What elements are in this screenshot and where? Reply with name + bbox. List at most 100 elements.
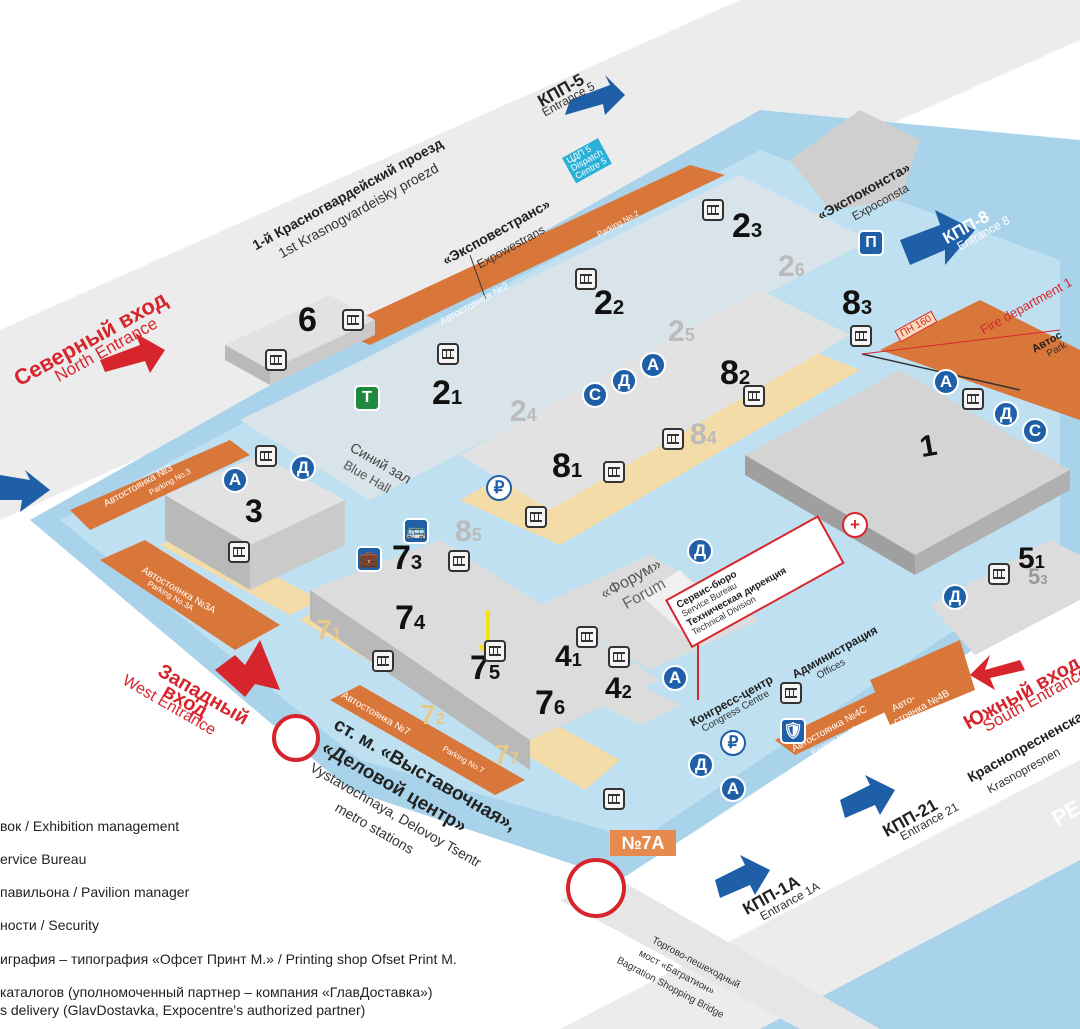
parking-7 <box>330 685 525 795</box>
hall-7-3-sub: 3 <box>410 552 423 574</box>
legend-item: вок / Exhibition management <box>0 818 180 834</box>
symbol-d: Д <box>290 455 316 481</box>
hall-4-block <box>520 645 680 725</box>
info-icon <box>702 199 724 221</box>
hall-7-6-main: 7 <box>535 684 554 722</box>
hall-7-2-sub: 2 <box>435 709 445 728</box>
hall-2-2-main: 2 <box>594 284 613 322</box>
hall-7-7-main: 7 <box>494 739 510 770</box>
hall-4-1-sub: 1 <box>571 650 582 670</box>
legend-item: павильона / Pavilion manager <box>0 884 190 900</box>
symbol-rouble: ₽ <box>486 475 512 501</box>
legend-item: каталогов (уполномоченный партнер – комп… <box>0 984 433 1000</box>
info-icon <box>603 788 625 810</box>
hall-7-4: 74 <box>395 599 426 637</box>
hall-5-1: 51 <box>1018 542 1045 575</box>
hall-8-1: 81 <box>552 447 582 485</box>
pavilion-7a-badge: №7А <box>610 830 676 856</box>
hall-4-2: 42 <box>605 672 632 705</box>
legend-item: играфия – типография «Офсет Принт М.» / … <box>0 951 457 967</box>
hall-8-4: 84 <box>690 418 717 451</box>
hall-2-4: 24 <box>510 395 537 428</box>
hall-7-1-sub: 1 <box>331 624 341 643</box>
hall-4-2-main: 4 <box>605 672 622 705</box>
hall-8-5-sub: 5 <box>471 525 482 545</box>
hall-7-2-main: 7 <box>420 699 436 730</box>
symbol-c: С <box>582 382 608 408</box>
legend-item: s delivery (GlavDostavka, Expocentre's a… <box>0 1002 366 1018</box>
hall-8-4-main: 8 <box>690 418 707 451</box>
hall-7-6: 76 <box>535 684 566 722</box>
symbol-a: A <box>222 467 248 493</box>
hall-2-block <box>240 175 870 500</box>
hall-2-6-main: 2 <box>778 250 795 283</box>
hall-7-4-sub: 4 <box>413 612 426 634</box>
hall-8-2: 82 <box>720 354 751 392</box>
hall-7-3-main: 7 <box>392 539 411 577</box>
hall-5-3-sub: 3 <box>1040 572 1048 587</box>
info-icon <box>228 541 250 563</box>
hall-7-6-sub: 6 <box>553 697 566 719</box>
arrow-left-edge <box>0 470 50 512</box>
info-icon <box>437 343 459 365</box>
info-icon <box>575 268 597 290</box>
arrow-west-entrance <box>215 640 280 697</box>
hall-8-2-sub: 2 <box>738 367 751 389</box>
hall-5-3-main: 5 <box>1028 564 1041 589</box>
parking-2 <box>335 165 725 345</box>
expoconsta-building <box>790 110 920 210</box>
parking-1 <box>880 300 1080 420</box>
hall-2-5-sub: 5 <box>684 325 695 345</box>
symbol-d: Д <box>687 538 713 564</box>
hall-2-6-sub: 6 <box>794 260 805 280</box>
arrow-kpp21 <box>840 775 895 818</box>
hall-6: 6 <box>298 301 317 339</box>
symbol-a: A <box>720 776 746 802</box>
symbol-c: С <box>1022 418 1048 444</box>
info-icon <box>372 650 394 672</box>
hall-8-5: 85 <box>455 515 482 548</box>
arrow-kpp8 <box>900 210 975 265</box>
hall-7-5-sub: 5 <box>488 662 501 684</box>
hall-8-block <box>460 290 850 510</box>
hall-8-4-sub: 4 <box>706 428 717 448</box>
legend-item: ности / Security <box>0 917 99 933</box>
hall-7-7-sub: 7 <box>509 749 519 768</box>
parking-3a <box>100 540 280 650</box>
arrow-kpp5 <box>565 75 625 115</box>
symbol-parking-p: П <box>858 230 884 256</box>
symbol-a: A <box>640 352 666 378</box>
hall-2-4-main: 2 <box>510 395 527 428</box>
metro-circle-west <box>272 714 320 762</box>
bagration-bridge <box>560 880 880 1029</box>
info-icon <box>850 325 872 347</box>
hall-1-block <box>745 370 1070 555</box>
forum-block <box>540 555 760 670</box>
hall-4-1-main: 4 <box>555 640 572 673</box>
info-icon <box>525 506 547 528</box>
hall-8-2-main: 8 <box>720 354 739 392</box>
hall-4-2-sub: 2 <box>621 682 632 702</box>
hall-2-3-sub: 3 <box>750 220 763 242</box>
metro-circle-bridge <box>566 858 626 918</box>
hall-8-1-main: 8 <box>552 447 571 485</box>
hall-5-1-main: 5 <box>1018 542 1035 575</box>
hall-2-3: 23 <box>732 207 763 245</box>
info-icon <box>576 626 598 648</box>
info-icon <box>962 388 984 410</box>
hall-2-2-sub: 2 <box>612 297 625 319</box>
hall-7-1-main: 7 <box>316 614 332 645</box>
hall-2-5-main: 2 <box>668 315 685 348</box>
hall-2-2: 22 <box>594 284 625 322</box>
hall-2-3-main: 2 <box>732 207 751 245</box>
symbol-a: A <box>662 665 688 691</box>
legend-item: ervice Bureau <box>0 851 87 867</box>
parking-4c <box>775 690 900 755</box>
arrow-kpp1a <box>715 855 770 898</box>
hall-7-1: 71 <box>316 614 341 646</box>
hall-4-1: 41 <box>555 640 582 673</box>
symbol-rouble: ₽ <box>720 730 746 756</box>
arrow-south-entrance <box>970 655 1025 690</box>
info-icon <box>265 349 287 371</box>
